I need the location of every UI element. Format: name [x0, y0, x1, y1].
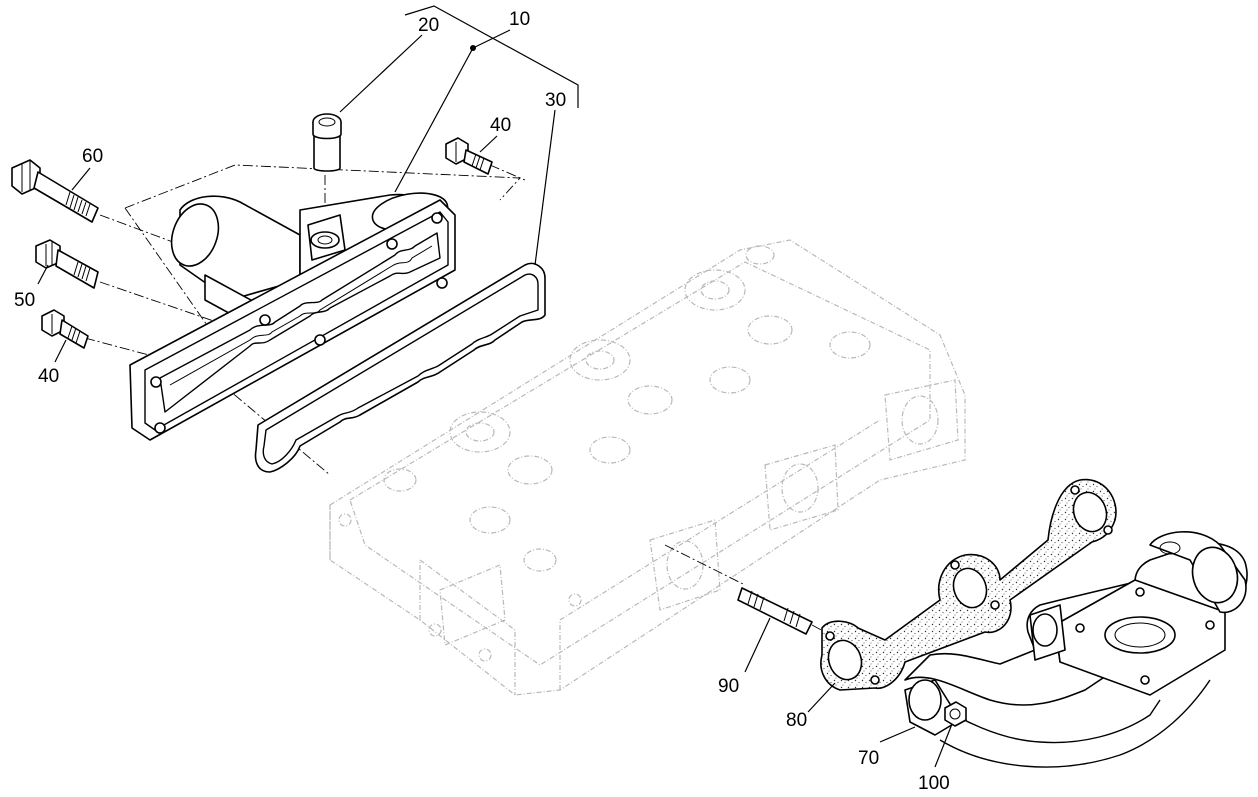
- nut-100: [944, 701, 967, 727]
- callout-40-left: 40: [38, 366, 59, 387]
- bolt-40-left: [41, 309, 89, 349]
- callout-60: 60: [82, 146, 103, 167]
- bolt-40-top: [445, 137, 493, 175]
- callout-labels: 10 20 30 40 60 50 40 90 80 70 100: [14, 9, 950, 794]
- callout-30: 30: [545, 90, 566, 111]
- callout-90: 90: [718, 676, 739, 697]
- callout-70: 70: [858, 748, 879, 769]
- thermostat-housing: [129, 192, 456, 441]
- exhaust-gasket: [820, 478, 1117, 691]
- callout-50: 50: [14, 290, 35, 311]
- callout-100: 100: [918, 773, 950, 794]
- exhaust-manifold: [904, 531, 1248, 768]
- callout-80: 80: [786, 710, 807, 731]
- callout-40-top: 40: [490, 115, 511, 136]
- callout-10: 10: [509, 9, 530, 30]
- bolt-50: [35, 239, 99, 289]
- housing-gasket: [254, 262, 546, 473]
- stud-90: [737, 587, 813, 635]
- bolt-60: [11, 159, 99, 223]
- cylinder-head-ghost: [329, 239, 966, 696]
- callout-20: 20: [418, 15, 439, 36]
- leader-lines: [37, 5, 953, 768]
- sensor-plug: [312, 113, 342, 172]
